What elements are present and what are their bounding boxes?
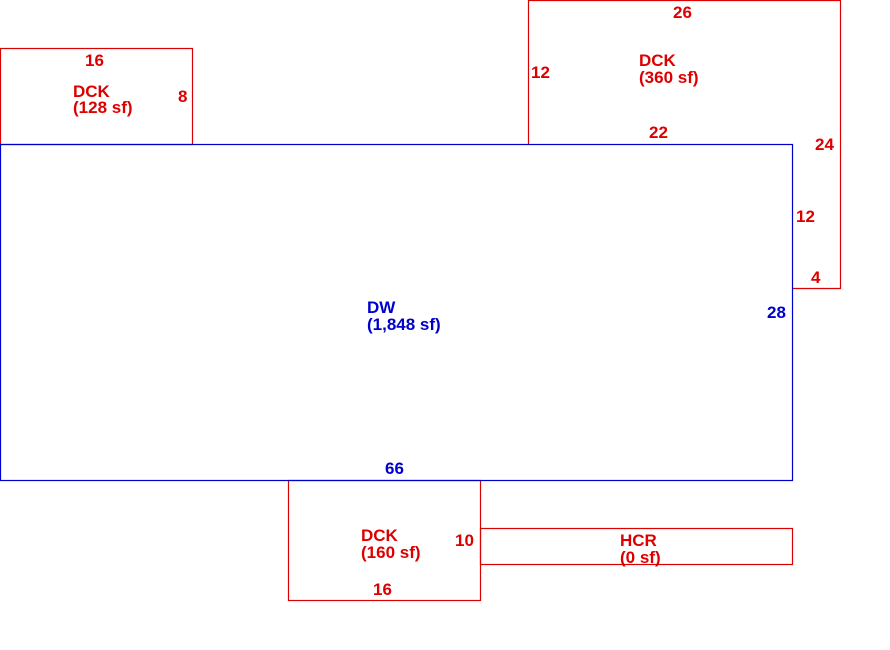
dck-right-code: DCK bbox=[639, 51, 677, 70]
dim-dck-left-depth: 8 bbox=[178, 87, 187, 106]
dim-dck-right-top: 26 bbox=[673, 3, 692, 22]
dck-right-area: (360 sf) bbox=[639, 68, 699, 87]
dck-left-area: (128 sf) bbox=[73, 98, 133, 117]
dck-bottom-code: DCK bbox=[361, 526, 399, 545]
dim-dck-right-left: 12 bbox=[531, 63, 550, 82]
dw-outline bbox=[0, 143, 794, 482]
dim-dck-right-side: 24 bbox=[815, 135, 834, 154]
dck-right-outline bbox=[527, 0, 842, 290]
dck-bottom-area: (160 sf) bbox=[361, 543, 421, 562]
hcr-area: (0 sf) bbox=[620, 548, 661, 567]
dck-left-code: DCK bbox=[73, 82, 111, 101]
dim-dck-right-bottom: 22 bbox=[649, 123, 668, 142]
dw-area: (1,848 sf) bbox=[367, 315, 441, 334]
dim-dw-depth: 28 bbox=[767, 303, 786, 322]
hcr-outline bbox=[479, 527, 794, 566]
dim-dck-right-inner: 12 bbox=[796, 207, 815, 226]
dim-dw-width: 66 bbox=[385, 459, 404, 478]
dim-dck-right-step: 4 bbox=[811, 268, 821, 287]
dw-code: DW bbox=[367, 298, 396, 317]
hcr-code: HCR bbox=[620, 531, 657, 550]
dim-dck-bottom-width: 16 bbox=[373, 580, 392, 599]
dim-dck-left-width: 16 bbox=[85, 51, 104, 70]
dim-dck-bottom-depth: 10 bbox=[455, 531, 474, 550]
